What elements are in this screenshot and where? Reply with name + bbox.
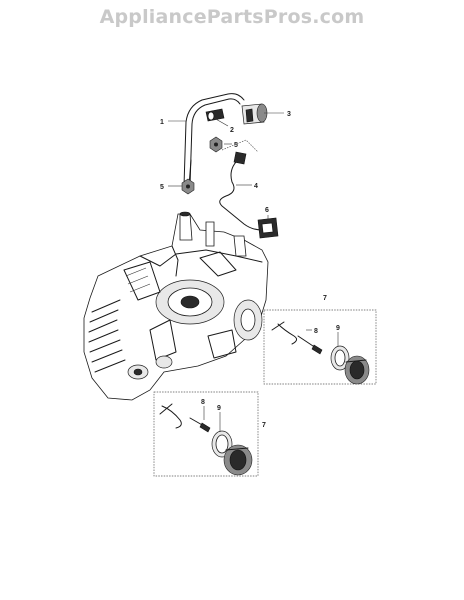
valve-part-3: [241, 103, 268, 125]
callout-9-lower: 9: [217, 405, 221, 412]
crankcase-housing: [83, 211, 269, 401]
nut-part-5-lower: [181, 178, 195, 195]
kit-box-part-7-lower: [153, 391, 259, 477]
callout-7-lower: 7: [262, 422, 266, 429]
nut-part-5-upper: [209, 136, 223, 153]
callout-9-upper: 9: [336, 325, 340, 332]
leader-lines: [168, 112, 339, 432]
fitting-part-2: [205, 108, 225, 122]
callout-7-upper: 7: [323, 295, 327, 302]
callout-6: 6: [265, 207, 269, 214]
callout-3: 3: [287, 111, 291, 118]
kit-part-7-lower: [159, 403, 253, 476]
kit-part-7-upper: [271, 321, 370, 385]
callout-5-upper: 5: [234, 142, 238, 149]
watermark: AppliancePartsPros.com: [99, 6, 365, 28]
callout-1: 1: [160, 119, 164, 126]
callout-8-lower: 8: [201, 399, 205, 406]
connector-part-6: [257, 217, 279, 239]
callout-4: 4: [254, 183, 258, 190]
kit-box-part-7-upper: [263, 309, 377, 385]
wire-part-4: [219, 139, 263, 231]
callout-2: 2: [230, 127, 234, 134]
callout-5-lower: 5: [160, 184, 164, 191]
callout-8-upper: 8: [314, 328, 318, 335]
